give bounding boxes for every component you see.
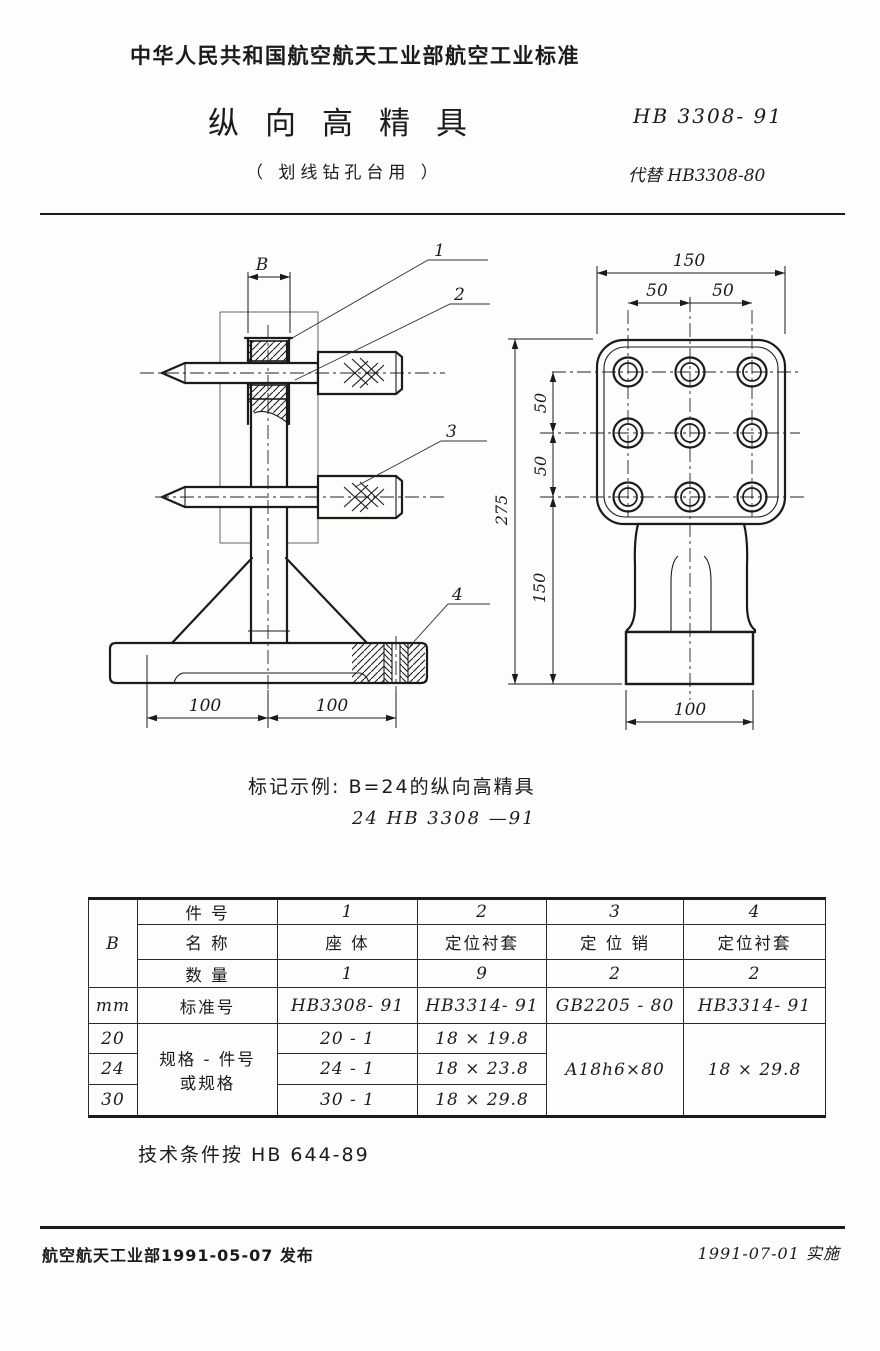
dim-label-50-c: 50 bbox=[531, 393, 550, 413]
standard-number: HB 3308- 91 bbox=[633, 104, 783, 128]
header-name: 名 称 bbox=[137, 924, 278, 960]
qty-1: 1 bbox=[277, 959, 418, 988]
marking-example-line1: 标记示例: B=24的纵向高精具 bbox=[248, 776, 536, 798]
dim-label-100-bottom: 100 bbox=[674, 700, 707, 720]
page-title: 纵向高精具 bbox=[208, 106, 493, 142]
gusset-right bbox=[284, 556, 369, 645]
qty-3: 2 bbox=[546, 959, 684, 988]
part-label-4: 4 bbox=[451, 585, 463, 605]
dim-label-b: B bbox=[255, 255, 269, 275]
dim-label-275: 275 bbox=[495, 495, 511, 527]
b-30: 30 bbox=[88, 1084, 138, 1117]
b-corner-cell: B bbox=[88, 898, 138, 988]
dimension-left-chain: 50 50 150 bbox=[530, 372, 557, 684]
standard-header: 中华人民共和国航空航天工业部航空工业标准 bbox=[130, 44, 580, 68]
header-spec: 规格 - 件号 或规格 bbox=[137, 1023, 278, 1117]
dim-label-150-left: 150 bbox=[530, 573, 549, 604]
header-spec-line2: 或规格 bbox=[179, 1073, 236, 1093]
header-std: 标准号 bbox=[137, 987, 278, 1024]
dim-label-50-d: 50 bbox=[531, 456, 550, 476]
table-row: 名 称 座 体 定位衬套 定 位 销 定位衬套 bbox=[89, 924, 826, 960]
part-no-2: 2 bbox=[417, 898, 547, 925]
dimension-b: B bbox=[247, 255, 291, 333]
dim-label-100-left: 100 bbox=[189, 696, 222, 716]
gusset-left bbox=[170, 556, 254, 645]
name-2: 定位衬套 bbox=[417, 924, 547, 960]
footer-issued: 航空航天工业部1991-05-07 发布 bbox=[42, 1246, 314, 1265]
header-qty: 数 量 bbox=[137, 959, 278, 988]
spec1-24: 24 - 1 bbox=[277, 1053, 418, 1085]
bushing-holes bbox=[612, 356, 768, 513]
header-spec-line1: 规格 - 件号 bbox=[159, 1049, 256, 1069]
footer-divider bbox=[40, 1226, 845, 1229]
plate-inner bbox=[603, 346, 779, 518]
base-front bbox=[624, 630, 755, 686]
part-no-1: 1 bbox=[277, 898, 418, 925]
std-4: HB3314- 91 bbox=[683, 987, 826, 1024]
b-20: 20 bbox=[88, 1023, 138, 1054]
qty-2: 9 bbox=[417, 959, 547, 988]
header-divider bbox=[40, 213, 845, 215]
dimension-100-100: 100 100 bbox=[146, 655, 397, 728]
marking-example-line2: 24 HB 3308 —91 bbox=[352, 808, 536, 829]
stem-fillet-right bbox=[703, 555, 712, 631]
spec2-20: 18 × 19.8 bbox=[417, 1023, 547, 1054]
spec2-30: 18 × 29.8 bbox=[417, 1084, 547, 1117]
stem-fillet-left bbox=[670, 555, 679, 631]
dim-label-100-right: 100 bbox=[316, 696, 349, 716]
page-subtitle: （ 划线钻孔台用 ） bbox=[246, 163, 443, 183]
table-row: mm 标准号 HB3308- 91 HB3314- 91 GB2205 - 80… bbox=[88, 987, 826, 1024]
dimension-100-bottom: 100 bbox=[625, 690, 754, 730]
dimension-275: 275 bbox=[495, 338, 622, 685]
part-label-3: 3 bbox=[446, 422, 457, 442]
part-no-4: 4 bbox=[683, 898, 826, 925]
spec3-span: A18h6×80 bbox=[546, 1023, 684, 1117]
plan-view-drawing: 150 50 50 50 50 150 bbox=[495, 251, 805, 730]
dimension-50-50-top: 50 50 bbox=[628, 281, 752, 309]
table-row: B 件 号 1 2 3 4 bbox=[88, 898, 826, 988]
parts-table: B 件 号 1 2 3 4 名 称 座 体 定位衬套 定 位 销 定位衬套 数 … bbox=[88, 897, 826, 1118]
base-bushing-section bbox=[352, 643, 425, 683]
header-part-no: 件 号 bbox=[137, 898, 278, 925]
spec1-20: 20 - 1 bbox=[277, 1023, 418, 1054]
technical-note: 技术条件按 HB 644-89 bbox=[138, 1144, 370, 1166]
part-label-1: 1 bbox=[434, 241, 445, 261]
part-label-2: 2 bbox=[453, 285, 465, 305]
dim-label-50-b: 50 bbox=[712, 281, 734, 301]
dim-label-150-top: 150 bbox=[673, 251, 706, 271]
std-1: HB3308- 91 bbox=[277, 987, 418, 1024]
std-2: HB3314- 91 bbox=[417, 987, 547, 1024]
part-leaders: 1 2 3 4 bbox=[286, 241, 490, 647]
name-3: 定 位 销 bbox=[546, 924, 684, 960]
dim-label-50-a: 50 bbox=[646, 281, 668, 301]
spec2-24: 18 × 23.8 bbox=[417, 1053, 547, 1085]
plate-outer bbox=[595, 338, 787, 526]
footer-effective: 1991-07-01 实施 bbox=[697, 1244, 840, 1263]
qty-4: 2 bbox=[683, 959, 826, 988]
b-24: 24 bbox=[88, 1053, 138, 1085]
dimension-150-top: 150 bbox=[596, 251, 786, 334]
table-row: 数 量 1 9 2 2 bbox=[89, 959, 826, 988]
part-no-3: 3 bbox=[546, 898, 684, 925]
mm-cell: mm bbox=[88, 987, 138, 1024]
front-view-drawing: B 1 2 3 4 100 100 bbox=[108, 241, 490, 728]
spec4-span: 18 × 29.8 bbox=[683, 1023, 826, 1117]
stem-outline bbox=[625, 522, 757, 634]
name-4: 定位衬套 bbox=[683, 924, 826, 960]
spec1-30: 30 - 1 bbox=[277, 1084, 418, 1117]
replaces-note: 代替 HB3308-80 bbox=[628, 166, 766, 186]
std-3: GB2205 - 80 bbox=[546, 987, 684, 1024]
name-1: 座 体 bbox=[277, 924, 418, 960]
knurl-marks bbox=[343, 357, 385, 389]
table-row: 30 30 - 1 18 × 29.8 bbox=[88, 1084, 826, 1117]
table-row: 20 规格 - 件号 或规格 20 - 1 18 × 19.8 A18h6×80… bbox=[88, 1023, 826, 1117]
